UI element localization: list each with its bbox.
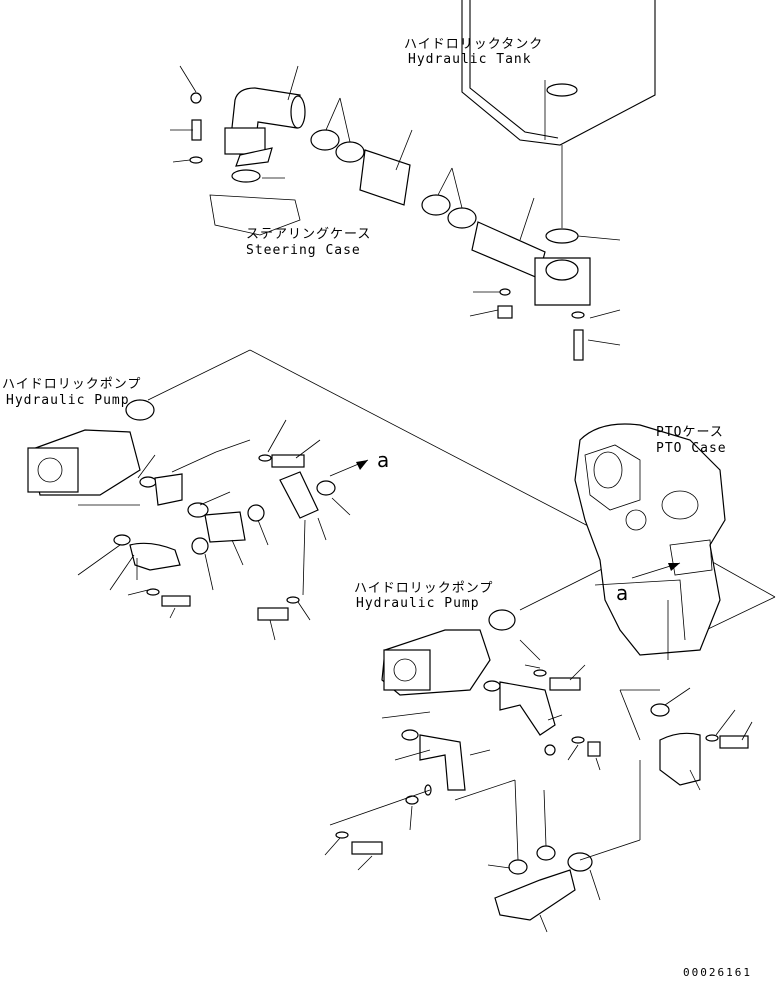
hydraulic-pump-label-2-en: Hydraulic Pump: [356, 596, 480, 611]
hydraulic-tank-label-jp: ハイドロリックタンク: [404, 37, 544, 52]
leader-lines-right: [324, 639, 753, 933]
pto-case-label-en: PTO Case: [656, 441, 727, 456]
hydraulic-tank-label-en: Hydraulic Tank: [408, 52, 532, 67]
leader-lines-top: [170, 65, 621, 346]
hydraulic-tank: [461, 0, 656, 244]
leader-lines-left: [77, 419, 351, 641]
marker-a-top: a: [377, 448, 390, 472]
hydraulic-pump-label-1-jp: ハイドロリックポンプ: [2, 377, 142, 392]
right-hydraulic-pump: [335, 609, 749, 921]
pto-case: [574, 423, 726, 660]
steering-case-label-jp: ステアリングケース: [246, 227, 372, 242]
arrow-a-pto: [631, 562, 681, 579]
hydraulic-pump-label-1-en: Hydraulic Pump: [6, 393, 130, 408]
figure-number: 00026161: [683, 966, 752, 979]
arrow-a-left: [329, 459, 369, 477]
left-hydraulic-pump: [27, 399, 336, 621]
hydraulic-pump-label-2-jp: ハイドロリックポンプ: [354, 581, 494, 596]
marker-a-pto: a: [616, 581, 629, 605]
pto-case-label-jp: PTOケース: [656, 425, 724, 440]
top-pipe-assembly: [189, 87, 591, 361]
steering-case-label-en: Steering Case: [246, 243, 361, 258]
